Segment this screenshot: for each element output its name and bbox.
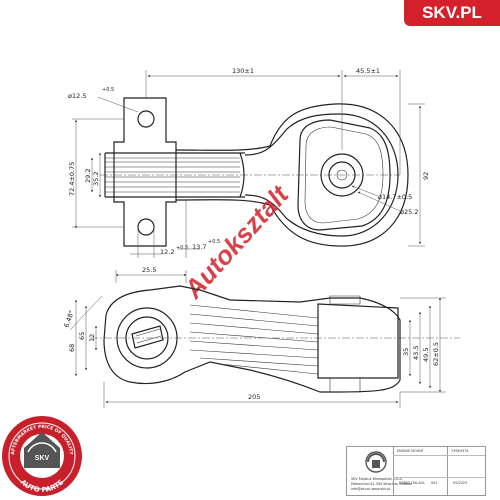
dim-92: 92 — [422, 172, 430, 180]
title-sheet: 001 — [431, 481, 438, 485]
title-company-line3: info@skv.pl www.skv.pl — [351, 487, 391, 491]
dim-130: 130±1 — [232, 67, 254, 75]
title-company-line1: SKV Mojsiuk Wielopolski S.K.A. — [351, 477, 403, 481]
dim-43-5: 43.5 — [412, 346, 420, 360]
brand-logo: SKV.PL — [404, 0, 500, 26]
quality-seal: AFTERMARKET PRICE OF QUALITY SKV AUTO PA… — [2, 416, 82, 496]
seal-center-text: SKV — [35, 455, 50, 462]
dim-29-2: 29.2 — [84, 169, 92, 183]
dim-13-7: 13.7 — [192, 243, 206, 251]
dim-12-2-tol: +0.5 — [176, 245, 188, 251]
dim-65: 65 — [78, 332, 86, 340]
title-part-number: 73SKV374 — [451, 449, 469, 453]
title-name-label: ENGINE MOUNT — [397, 449, 424, 453]
dim-35: 35 — [402, 348, 410, 356]
dim-hole-12-5-tol: +0.5 — [102, 87, 114, 93]
title-company-line2: Pabianicka 61-345 Wrocław. Kraków — [351, 482, 412, 486]
dim-bore-25-2: ø25.2 — [400, 208, 418, 216]
dim-72-4: 72.4±0.75 — [68, 162, 76, 196]
dim-68: 68 — [68, 344, 76, 352]
title-ref-code: 50880-T0A-A01 — [399, 481, 425, 485]
dim-12-2: 12.2 — [160, 248, 174, 256]
side-view: 25.5 6.48° 68 65 12 35 43.5 49.5 62±0.5 … — [62, 266, 460, 408]
dim-45-5: 45.5±1 — [356, 67, 380, 75]
top-view: 130±1 45.5±1 ø12.5 +0.5 72.4±0.75 29.2 3… — [68, 67, 430, 258]
watermark-text: Autoksztalt — [177, 179, 295, 305]
dim-hole-12-5: ø12.5 — [68, 92, 86, 100]
dim-bore-14-7: ø14.7±0.5 — [378, 193, 412, 201]
dim-12: 12 — [88, 334, 96, 342]
dim-205: 205 — [248, 393, 260, 401]
dim-13-7-tol: +0.5 — [208, 239, 220, 245]
dim-25-5: 25.5 — [142, 266, 156, 274]
dim-62: 62±0.5 — [432, 342, 440, 366]
title-block: ENGINE MOUNT 73SKV374 SKV Mojsiuk Wielop… — [346, 446, 486, 496]
title-date: 05/2023 — [453, 481, 468, 485]
dim-49-5: 49.5 — [422, 348, 430, 362]
brand-label: SKV.PL — [422, 3, 482, 22]
dim-35-2: 35.2 — [92, 172, 100, 186]
